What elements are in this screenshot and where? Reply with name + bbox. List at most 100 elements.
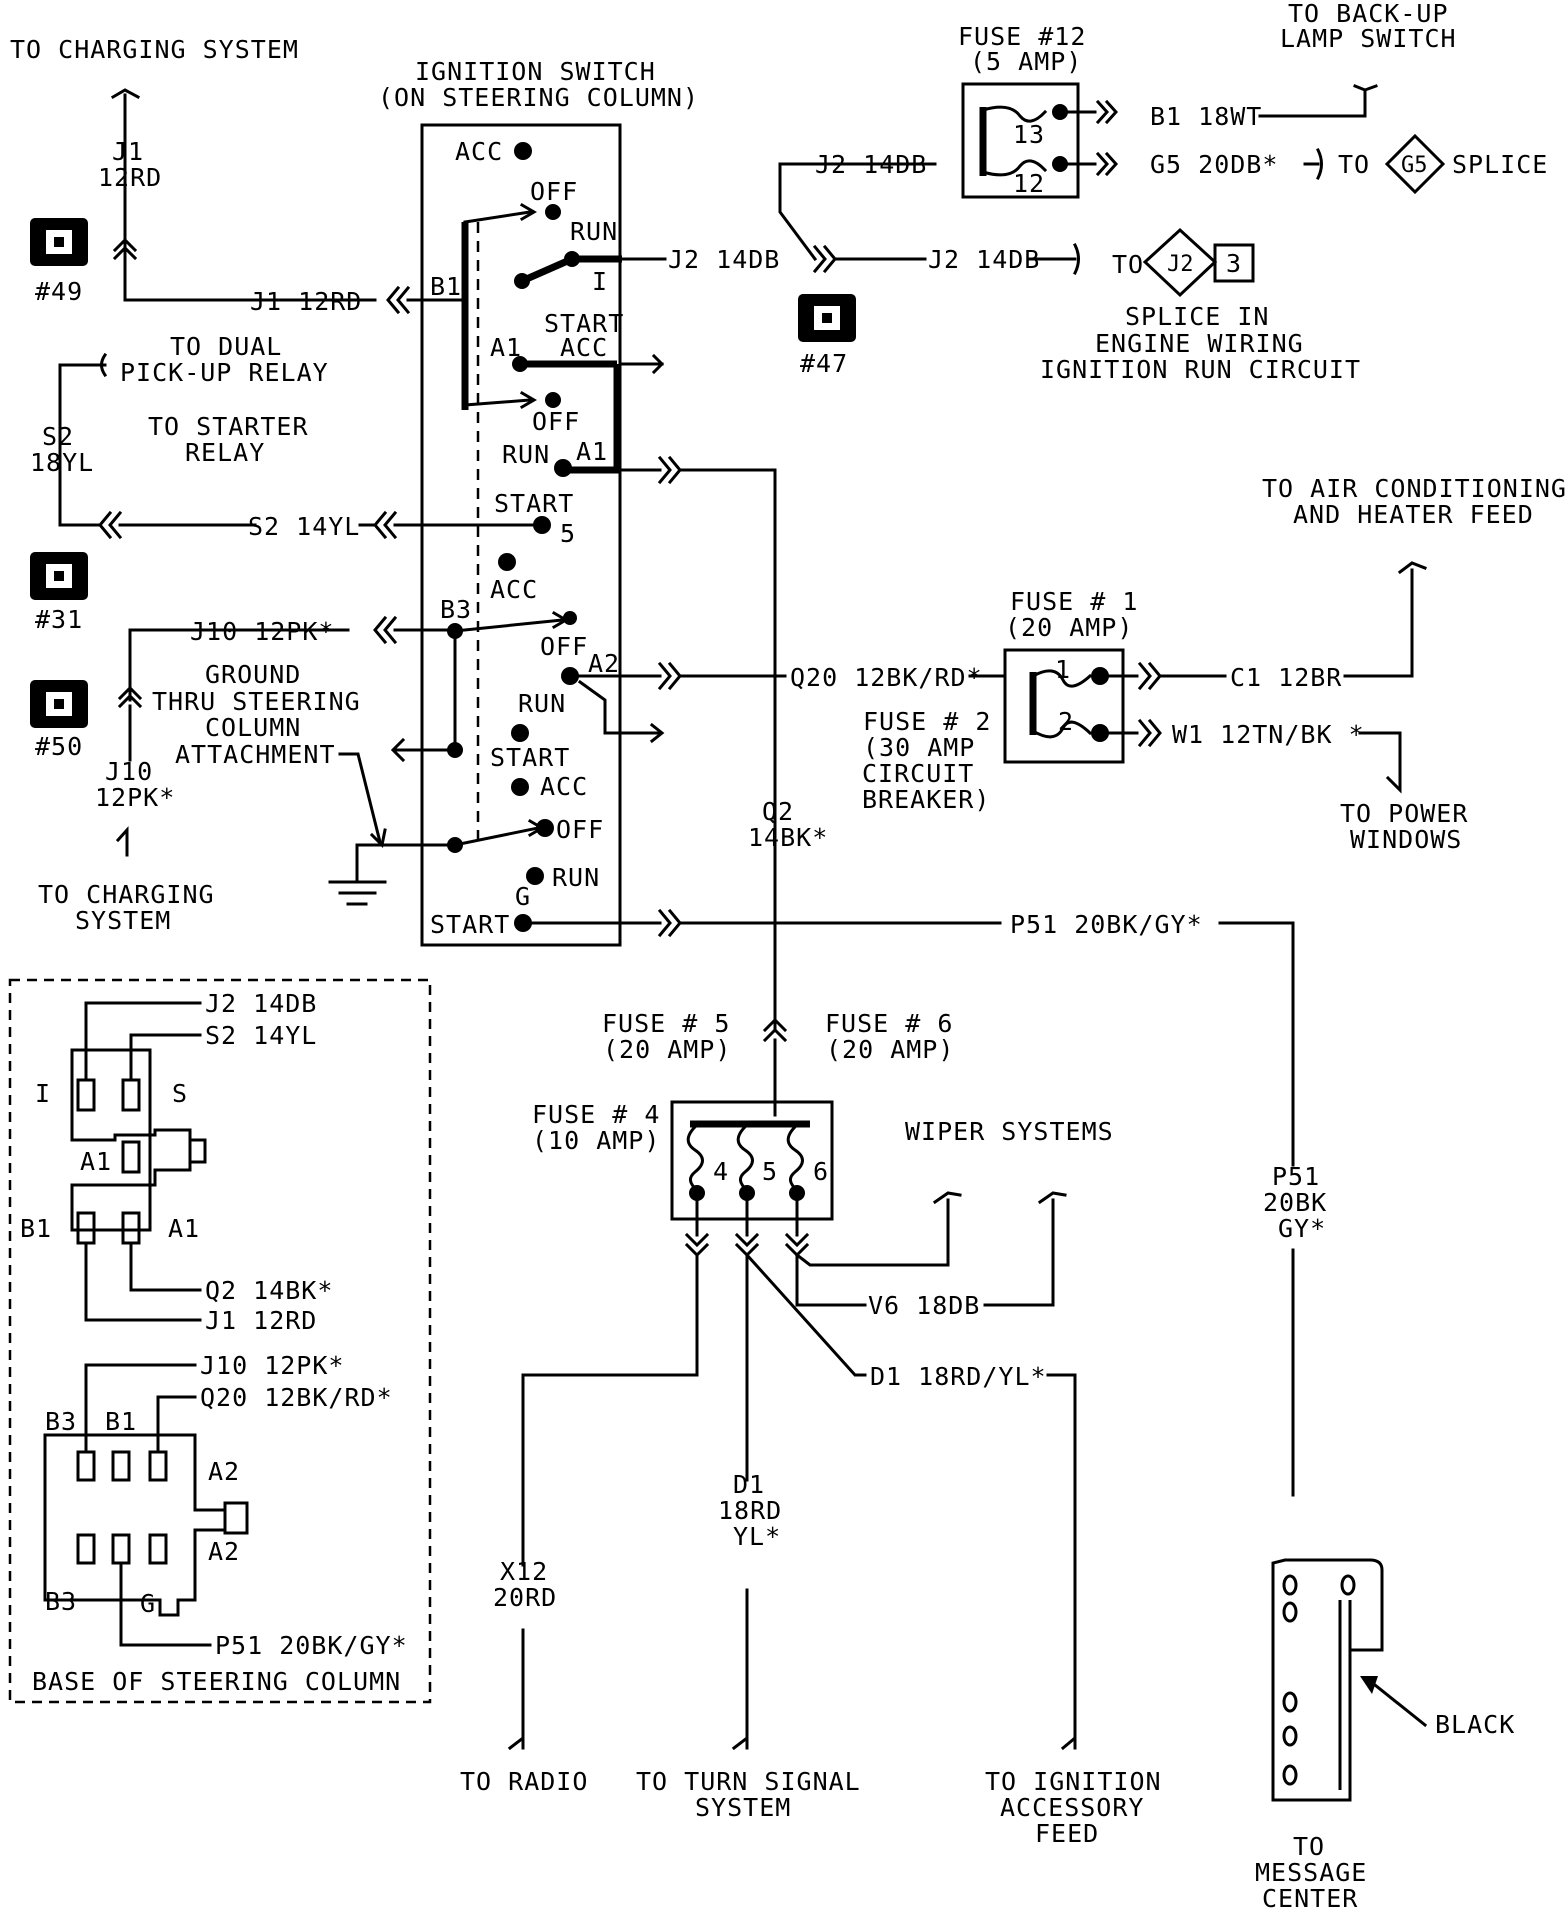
connector-47-icon — [798, 294, 856, 342]
connector-49-label: #49 — [35, 277, 83, 306]
base-j2-label: J2 14DB — [205, 989, 317, 1018]
d1-color: YL* — [733, 1522, 781, 1551]
base-a1-label-1: A1 — [80, 1147, 112, 1176]
label-backup-lamp-1: TO BACK-UP — [1288, 0, 1449, 28]
wire-x12 — [521, 1253, 699, 1567]
fuse-12-box — [961, 82, 1080, 199]
fuse-1-label: FUSE # 1 — [1010, 587, 1138, 616]
fuse-13-number: 13 — [1013, 120, 1045, 149]
j10-circuit: J10 — [105, 757, 153, 786]
label-dual-relay-2: PICK-UP RELAY — [120, 358, 329, 387]
wire-q20-label: Q20 12BK/RD* — [790, 663, 983, 692]
label-power-windows-1: TO POWER — [1340, 799, 1468, 828]
connector-31-label: #31 — [35, 605, 83, 634]
fuse-1-box — [1003, 648, 1125, 764]
fuse-4-rating: (10 AMP) — [532, 1126, 660, 1155]
base-q2-label: Q2 14BK* — [205, 1276, 333, 1305]
wire-j10-label: J10 12PK* — [190, 617, 334, 646]
splice-j2-label: J2 — [1167, 252, 1194, 277]
fuse-2-type-2: BREAKER) — [862, 785, 990, 814]
base-b1-label-2: B1 — [105, 1407, 137, 1436]
switch-off-4: OFF — [556, 815, 604, 844]
label-to-1: TO — [1338, 150, 1370, 179]
label-dual-relay-1: TO DUAL — [170, 332, 282, 361]
label-message-center-1: TO — [1293, 1832, 1325, 1861]
label-ignition-acc-2: ACCESSORY — [1000, 1793, 1144, 1822]
p51-gauge: 20BK — [1263, 1188, 1327, 1217]
label-ground-1: GROUND — [205, 660, 301, 689]
switch-start-2: START — [490, 743, 570, 772]
wire-v6-label: V6 18DB — [868, 1291, 980, 1320]
label-to-2: TO — [1112, 250, 1144, 279]
fuse-number-6: 6 — [813, 1157, 829, 1186]
wire-j1-label: J1 12RD — [250, 287, 362, 316]
connector-49-icon — [30, 218, 88, 266]
label-power-windows-2: WINDOWS — [1350, 825, 1462, 854]
base-b3-label-1: B3 — [45, 1407, 77, 1436]
switch-run-1: RUN — [570, 217, 618, 246]
label-to-charging-bottom-1: TO CHARGING — [38, 880, 215, 909]
label-message-center-3: CENTER — [1262, 1884, 1358, 1912]
switch-off-2: OFF — [532, 407, 580, 436]
fuse-6-rating: (20 AMP) — [826, 1035, 954, 1064]
switch-run-3: RUN — [518, 689, 566, 718]
label-ac-heater-2: AND HEATER FEED — [1293, 500, 1534, 529]
p51-circuit: P51 — [1272, 1162, 1320, 1191]
base-b3-label-2: B3 — [45, 1587, 77, 1616]
fuse-12-rating: (5 AMP) — [970, 47, 1082, 76]
wire-p51-label: P51 20BK/GY* — [1010, 910, 1203, 939]
wire-d1-label: D1 18RD/YL* — [870, 1362, 1047, 1391]
switch-off-3: OFF — [540, 632, 588, 661]
message-center-connector — [1271, 1558, 1384, 1802]
base-of-steering-column-inset — [8, 978, 432, 1704]
switch-run-2: RUN — [502, 440, 550, 469]
splice-word: SPLICE — [1452, 150, 1548, 179]
ignition-switch-subtitle: (ON STEERING COLUMN) — [378, 83, 699, 112]
switch-start-3: START — [430, 910, 510, 939]
x12-gauge: 20RD — [493, 1583, 557, 1612]
label-turn-signal-1: TO TURN SIGNAL — [636, 1767, 861, 1796]
fuse-2-label: FUSE # 2 — [863, 707, 991, 736]
wire-g5-label: G5 20DB* — [1150, 150, 1278, 179]
base-of-steering-column-title: BASE OF STEERING COLUMN — [32, 1667, 401, 1696]
label-ground-3: COLUMN — [205, 713, 301, 742]
base-j10-label: J10 12PK* — [200, 1351, 344, 1380]
base-a2-label-2: A2 — [208, 1537, 240, 1566]
base-q20-label: Q20 12BK/RD* — [200, 1383, 393, 1412]
wire-j2-label-2: J2 14DB — [815, 150, 927, 179]
fuse-6-label: FUSE # 6 — [825, 1009, 953, 1038]
p51-color: GY* — [1278, 1214, 1326, 1243]
base-a1-label-2: A1 — [168, 1214, 200, 1243]
fuse-number-4: 4 — [713, 1157, 729, 1186]
fuse-1-number-2: 2 — [1058, 707, 1074, 736]
splice-j2-pin: 3 — [1226, 249, 1242, 278]
base-i-label: I — [35, 1079, 51, 1108]
switch-start-acc-1: START — [544, 309, 624, 338]
splice-in-2: ENGINE WIRING — [1095, 329, 1304, 358]
switch-run-4: RUN — [552, 863, 600, 892]
fuse-1-rating: (20 AMP) — [1005, 613, 1133, 642]
wire-s2-label: S2 14YL — [248, 512, 360, 541]
ignition-switch-title: IGNITION SWITCH — [415, 57, 656, 86]
label-starter-relay-2: RELAY — [185, 438, 265, 467]
switch-acc-2: ACC — [490, 575, 538, 604]
label-backup-lamp-2: LAMP SWITCH — [1280, 24, 1457, 53]
base-a2-label-1: A2 — [208, 1457, 240, 1486]
wire-j2-label-3: J2 14DB — [928, 245, 1040, 274]
connector-50-icon — [30, 680, 88, 728]
switch-start-acc-2: ACC — [560, 333, 608, 362]
q2-circuit: Q2 — [762, 797, 794, 826]
fuse-12-number: 12 — [1013, 169, 1045, 198]
switch-start-1: START — [494, 489, 574, 518]
label-ignition-acc-1: TO IGNITION — [985, 1767, 1162, 1796]
fuse-1-number-1: 1 — [1055, 655, 1071, 684]
splice-in-1: SPLICE IN — [1125, 302, 1269, 331]
pin-g-label: G — [515, 882, 531, 911]
pin-a2-label: A2 — [588, 649, 620, 678]
connector-50-label: #50 — [35, 732, 83, 761]
j1-gauge-top: 12RD — [98, 163, 162, 192]
label-ground-2: THRU STEERING — [152, 687, 361, 716]
pin-a1-label-1: A1 — [490, 333, 522, 362]
label-turn-signal-2: SYSTEM — [695, 1793, 791, 1822]
